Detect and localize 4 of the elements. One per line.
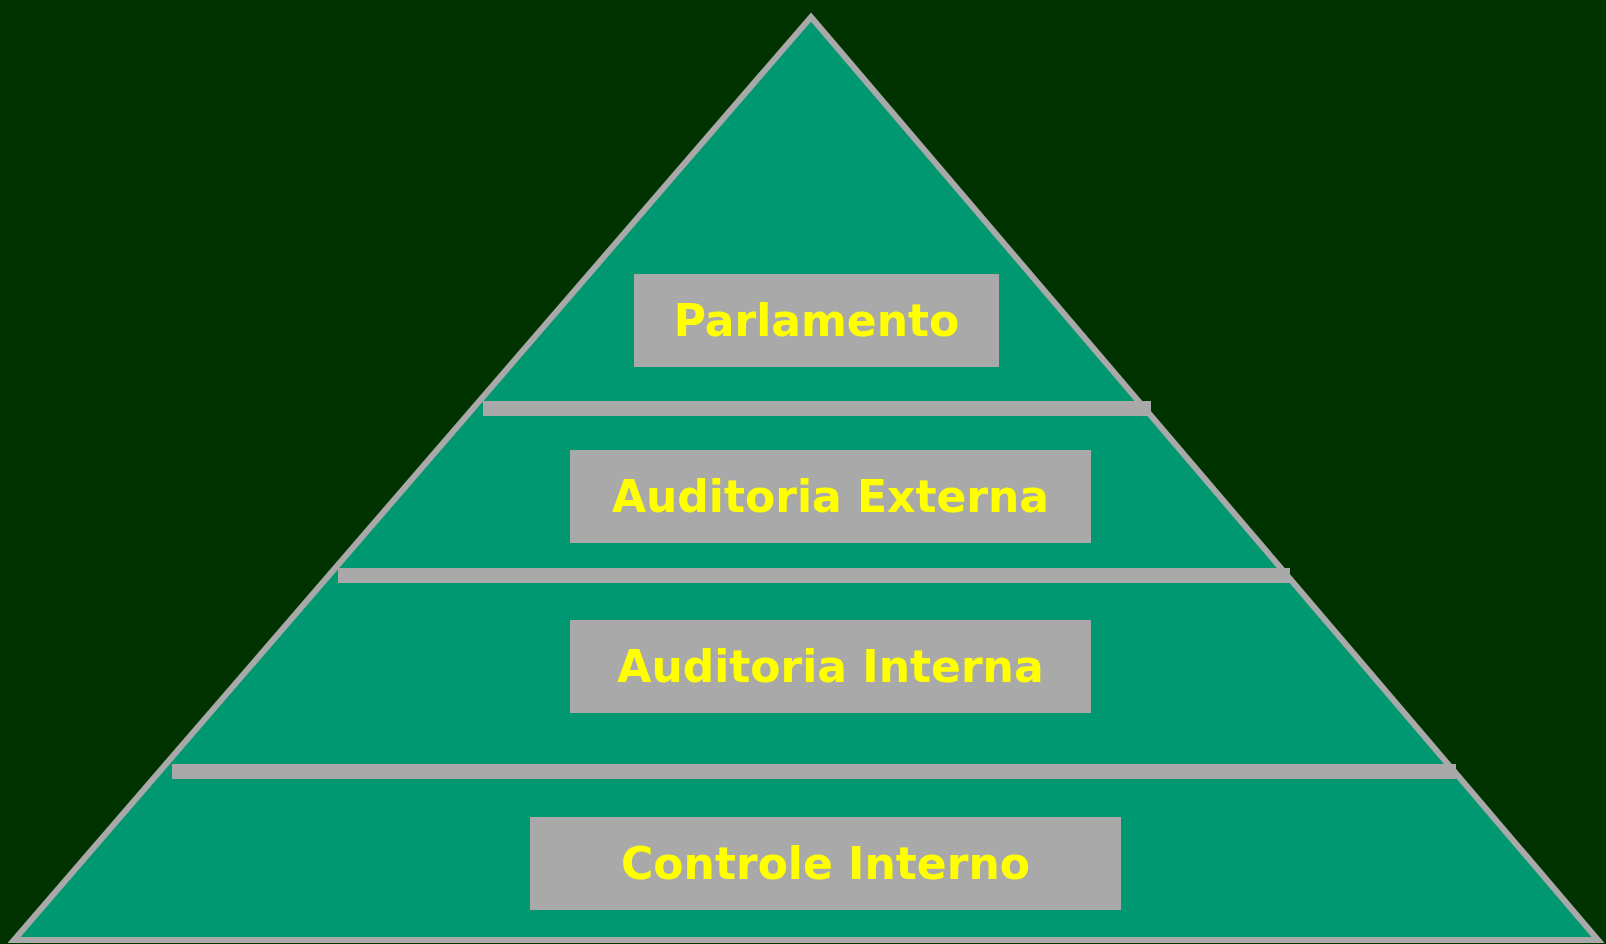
- tier-label: Parlamento: [634, 274, 999, 367]
- tier-label: Controle Interno: [530, 817, 1121, 910]
- tier-label: Auditoria Interna: [570, 620, 1091, 713]
- tier-label: Auditoria Externa: [570, 450, 1091, 543]
